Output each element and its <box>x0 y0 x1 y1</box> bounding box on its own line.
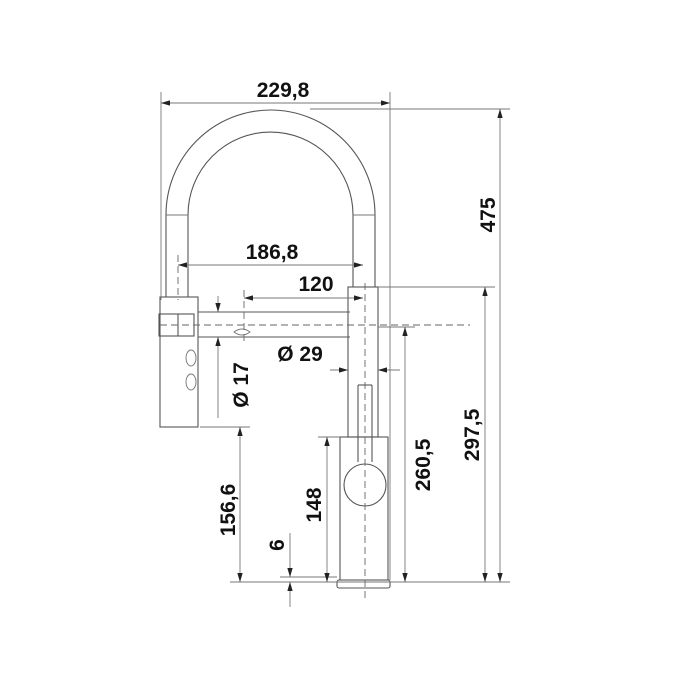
spray-head <box>159 296 199 428</box>
center-lines <box>160 255 470 600</box>
faucet-column <box>347 286 379 438</box>
label-body-diameter: Ø 29 <box>277 343 323 366</box>
base-plate <box>336 579 391 589</box>
label-total-height: 475 <box>477 197 500 232</box>
label-aerator-offset: 120 <box>298 273 333 296</box>
dimension-lines <box>161 100 503 607</box>
faucet-outline <box>158 109 391 589</box>
label-body-height: 148 <box>303 487 326 522</box>
label-spout-height: 297,5 <box>461 408 484 461</box>
label-base-thickness: 6 <box>266 539 289 551</box>
label-outlet-height: 260,5 <box>412 438 435 491</box>
label-spout-reach: 186,8 <box>246 241 299 264</box>
extension-lines <box>160 92 510 583</box>
label-spray-bottom-height: 156,6 <box>217 484 240 537</box>
dimension-labels: 229,8 186,8 120 Ø 29 Ø 17 475 297,5 260,… <box>217 79 500 551</box>
faucet-body <box>339 436 389 581</box>
label-spray-diameter: Ø 17 <box>230 362 253 408</box>
label-overall-width: 229,8 <box>257 79 310 102</box>
